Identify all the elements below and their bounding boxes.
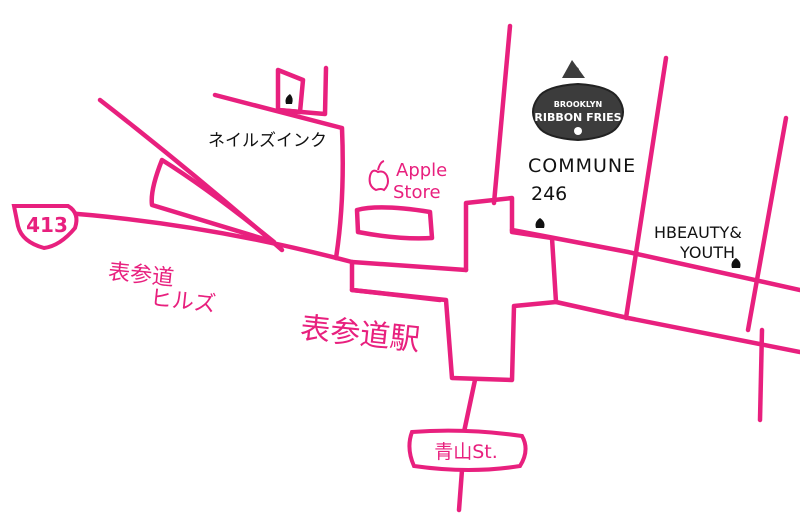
label-nails-ink: ネイルズインク — [208, 131, 327, 151]
logo-plaque — [532, 82, 624, 142]
pins — [285, 94, 741, 268]
logo-line1: BROOKLYN — [554, 100, 602, 109]
logo-badge-icon — [574, 127, 582, 135]
street-south-end — [456, 467, 465, 513]
ribbon-fries-logo: BROOKLYN RIBBON FRIES — [532, 60, 624, 142]
street-omotesando-upper — [49, 209, 469, 273]
station-cross — [349, 195, 559, 383]
street-diagonal-inner — [212, 92, 345, 261]
label-omotesando-station: 表参道駅 — [299, 311, 422, 358]
street-east-2 — [745, 115, 789, 333]
route-413-badge: 413 — [11, 204, 79, 251]
apple-logo-icon — [368, 160, 389, 192]
label-hbeauty-line1: HBEAUTY& — [654, 223, 742, 242]
aoyama-street-label: 青山St. — [407, 428, 528, 472]
apple-store-block — [354, 205, 435, 241]
label-commune-line2: 246 — [531, 183, 567, 205]
label-omotesando-hills-line2: ヒルズ — [149, 286, 217, 318]
label-commune-line1: COMMUNE — [528, 155, 636, 177]
location-pin-icon — [285, 94, 293, 104]
omotesando-hills-block — [149, 157, 277, 245]
street-east-3 — [757, 327, 765, 423]
street-south-lower — [461, 377, 478, 435]
location-pin-icon — [535, 218, 545, 228]
route-number: 413 — [26, 213, 68, 237]
label-bubble — [407, 428, 528, 472]
label-apple-store-line1: Apple — [396, 160, 447, 181]
logo-line2: RIBBON FRIES — [534, 111, 621, 124]
logo-lamp-knob-icon — [573, 67, 579, 73]
label-apple-store-line2: Store — [393, 182, 441, 203]
small-building-road — [275, 65, 329, 117]
route-shield-icon — [11, 204, 79, 251]
label-aoyama-street: 青山St. — [434, 441, 498, 463]
label-hbeauty-line2: YOUTH — [679, 243, 735, 262]
small-building — [275, 67, 306, 115]
street-east-1 — [623, 55, 669, 321]
location-pin-icon — [731, 258, 741, 268]
street-network — [49, 23, 800, 513]
street-north-upper — [491, 23, 513, 206]
